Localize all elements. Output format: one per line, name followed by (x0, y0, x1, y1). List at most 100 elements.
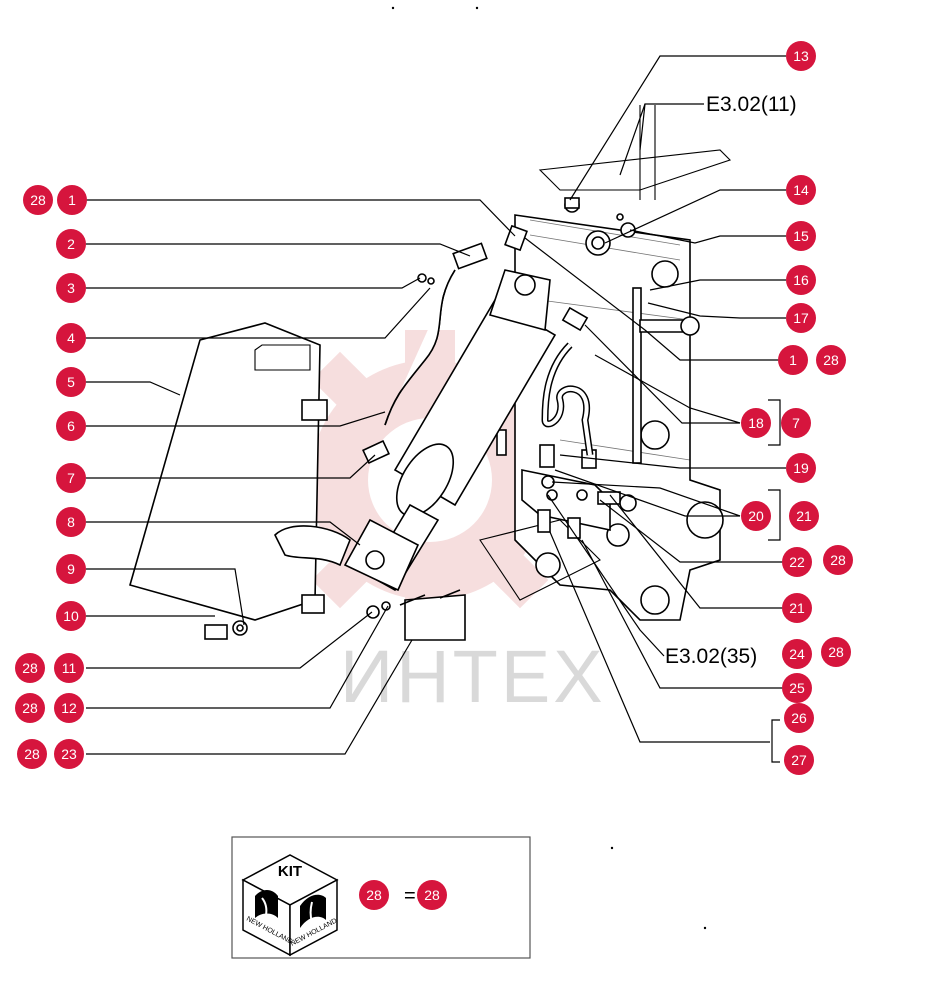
callout-number: 24 (789, 646, 805, 662)
callout-number: 2 (67, 236, 75, 252)
callout-bubble (784, 703, 814, 733)
callout-25: 25 (782, 673, 812, 703)
callout-bubble (56, 323, 86, 353)
callout-bubble (786, 175, 816, 205)
callout-8: 8 (56, 507, 86, 537)
kit-title: KIT (278, 863, 302, 880)
callout-28-c: 28 (15, 693, 45, 723)
callout-16: 16 (786, 265, 816, 295)
callout-bubble (741, 408, 771, 438)
callout-bubble (782, 593, 812, 623)
callout-1-a: 1 (57, 185, 87, 215)
callout-number: 27 (791, 752, 807, 768)
callout-14: 14 (786, 175, 816, 205)
callout-bubble (778, 345, 808, 375)
callout-bubble (56, 554, 86, 584)
callout-number: 23 (61, 746, 77, 762)
callout-number: 4 (67, 330, 75, 346)
callout-number: 15 (793, 228, 809, 244)
callout-bubble (56, 601, 86, 631)
callout-bubble (786, 303, 816, 333)
callout-number: 28 (30, 192, 46, 208)
callout-bubble (789, 501, 819, 531)
callout-26: 26 (784, 703, 814, 733)
kit-callout-to: 28 (417, 880, 447, 910)
callout-number: 6 (67, 418, 75, 434)
kit-legend: KIT NEW HOLLAND NEW HOLLAND 28 = 28 (231, 836, 531, 959)
callout-6: 6 (56, 411, 86, 441)
callout-19: 19 (786, 453, 816, 483)
callout-number: 13 (793, 48, 809, 64)
callout-3: 3 (56, 273, 86, 303)
callout-bubble (786, 221, 816, 251)
callout-bubble (54, 653, 84, 683)
reference-label-top: E3.02(11) (706, 93, 797, 116)
callout-number: 3 (67, 280, 75, 296)
callout-7-b: 7 (781, 408, 811, 438)
callout-bubble (54, 739, 84, 769)
callout-number: 21 (796, 508, 812, 524)
callout-27: 27 (784, 745, 814, 775)
callout-number: 28 (22, 700, 38, 716)
callout-23: 23 (54, 739, 84, 769)
callout-21-b: 21 (782, 593, 812, 623)
callout-4: 4 (56, 323, 86, 353)
callout-28-d: 28 (17, 739, 47, 769)
callout-bubble (786, 265, 816, 295)
callout-20: 20 (741, 501, 771, 531)
callout-bubble (23, 185, 53, 215)
callout-bubble (816, 345, 846, 375)
callout-bubble (56, 463, 86, 493)
callout-number: 5 (67, 374, 75, 390)
callout-28-b: 28 (15, 653, 45, 683)
callout-number: 8 (67, 514, 75, 530)
callout-bubble (57, 185, 87, 215)
callout-bubble (782, 639, 812, 669)
callout-21-a: 21 (789, 501, 819, 531)
callout-18: 18 (741, 408, 771, 438)
callout-number: 25 (789, 680, 805, 696)
callout-number: 26 (791, 710, 807, 726)
callout-28-e: 28 (816, 345, 846, 375)
callout-number: 7 (67, 470, 75, 486)
top-fittings (564, 197, 624, 221)
valve-block (496, 429, 637, 539)
callout-bubble (56, 273, 86, 303)
callout-bubble (56, 229, 86, 259)
callout-22: 22 (782, 547, 812, 577)
callout-2: 2 (56, 229, 86, 259)
callout-28-g: 28 (821, 637, 851, 667)
callout-number: 10 (63, 608, 79, 624)
callout-bubble (56, 507, 86, 537)
callout-bubble (823, 545, 853, 575)
callout-number: 18 (748, 415, 764, 431)
callout-bubble (782, 673, 812, 703)
callout-13: 13 (786, 41, 816, 71)
watermark-text: ИНТЕХ (340, 635, 606, 718)
callout-number: 17 (793, 310, 809, 326)
callout-number: 11 (62, 660, 77, 676)
reference-labels: E3.02(11) E3.02(35) (665, 93, 797, 668)
leader-lines (86, 55, 786, 763)
svg-text:28: 28 (424, 887, 440, 903)
callout-bubble (786, 41, 816, 71)
kit-box-icon: KIT NEW HOLLAND NEW HOLLAND (241, 854, 339, 957)
callout-24: 24 (782, 639, 812, 669)
callout-28-f: 28 (823, 545, 853, 575)
callout-5: 5 (56, 367, 86, 397)
scan-specks (391, 6, 707, 930)
callout-number: 1 (68, 192, 76, 208)
callout-number: 28 (24, 746, 40, 762)
cover-plate (366, 589, 466, 641)
kit-callout-from: 28 (359, 880, 389, 910)
callout-number: 7 (792, 415, 800, 431)
callout-12: 12 (54, 693, 84, 723)
callout-number: 28 (830, 552, 846, 568)
callout-number: 20 (748, 508, 764, 524)
callout-number: 19 (793, 460, 809, 476)
callout-bubble (821, 637, 851, 667)
callout-number: 21 (789, 600, 805, 616)
callout-bubble (15, 653, 45, 683)
